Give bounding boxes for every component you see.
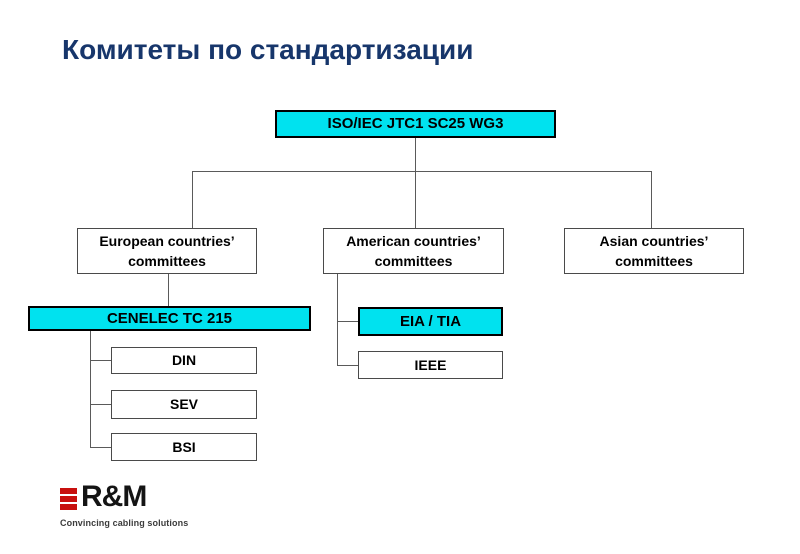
connector-spread-horizontal (192, 171, 652, 172)
slide-title: Комитеты по стандартизации (62, 34, 474, 65)
node-din: DIN (111, 347, 257, 374)
connector-branch-din (90, 360, 111, 361)
node-european-committees: European countries’ committees (77, 228, 257, 274)
connector-to-asian (651, 171, 652, 228)
node-ieee: IEEE (358, 351, 503, 379)
node-iso-iec-jtc1-sc25-wg3: ISO/IEC JTC1 SC25 WG3 (275, 110, 556, 138)
rm-logo-tagline: Convincing cabling solutions (60, 518, 189, 528)
connector-american-trunk (337, 274, 338, 365)
node-asian-committees: Asian countries’ committees (564, 228, 744, 274)
connector-to-european (192, 171, 193, 228)
node-american-committees: American countries’ committees (323, 228, 504, 274)
rm-logo-bars-icon (60, 488, 77, 512)
rm-logo: R&M Convincing cabling solutions (60, 480, 189, 528)
node-sev: SEV (111, 390, 257, 419)
node-eia-tia: EIA / TIA (358, 307, 503, 336)
connector-branch-sev (90, 404, 111, 405)
connector-branch-bsi (90, 447, 111, 448)
rm-logo-brand: R&M (81, 480, 147, 513)
node-cenelec-tc-215: CENELEC TC 215 (28, 306, 311, 331)
connector-root-to-american (415, 137, 416, 228)
connector-branch-ieee (337, 365, 358, 366)
connector-cenelec-trunk (90, 331, 91, 447)
connector-european-to-cenelec (168, 273, 169, 306)
connector-branch-eia-tia (337, 321, 358, 322)
node-bsi: BSI (111, 433, 257, 461)
